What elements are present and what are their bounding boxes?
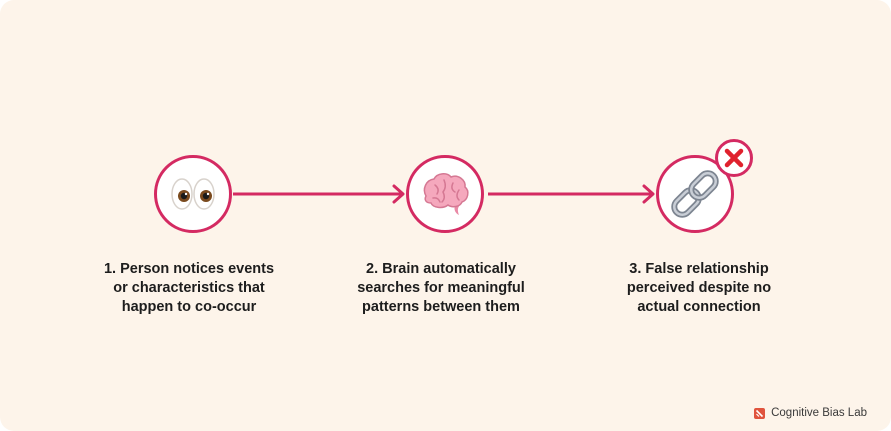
footer-brand-text: Cognitive Bias Lab	[771, 407, 867, 419]
negation-badge	[715, 139, 753, 177]
step-1-label: 1. Person notices events or characterist…	[103, 261, 275, 315]
step-2-label: 2. Brain automatically searches for mean…	[357, 261, 525, 315]
step-1-circle	[154, 155, 232, 233]
brain-icon	[423, 173, 469, 215]
footer-brand: Cognitive Bias Lab	[754, 407, 867, 419]
no-entry-icon	[754, 407, 766, 419]
arrowhead-2-3	[642, 184, 655, 204]
chain-link-icon	[671, 170, 719, 218]
eyes-icon	[171, 178, 215, 210]
step-3-label: 3. False relationship perceived despite …	[626, 261, 772, 315]
cross-mark-icon	[724, 148, 744, 168]
arrowhead-1-2	[392, 184, 405, 204]
step-2-circle	[406, 155, 484, 233]
